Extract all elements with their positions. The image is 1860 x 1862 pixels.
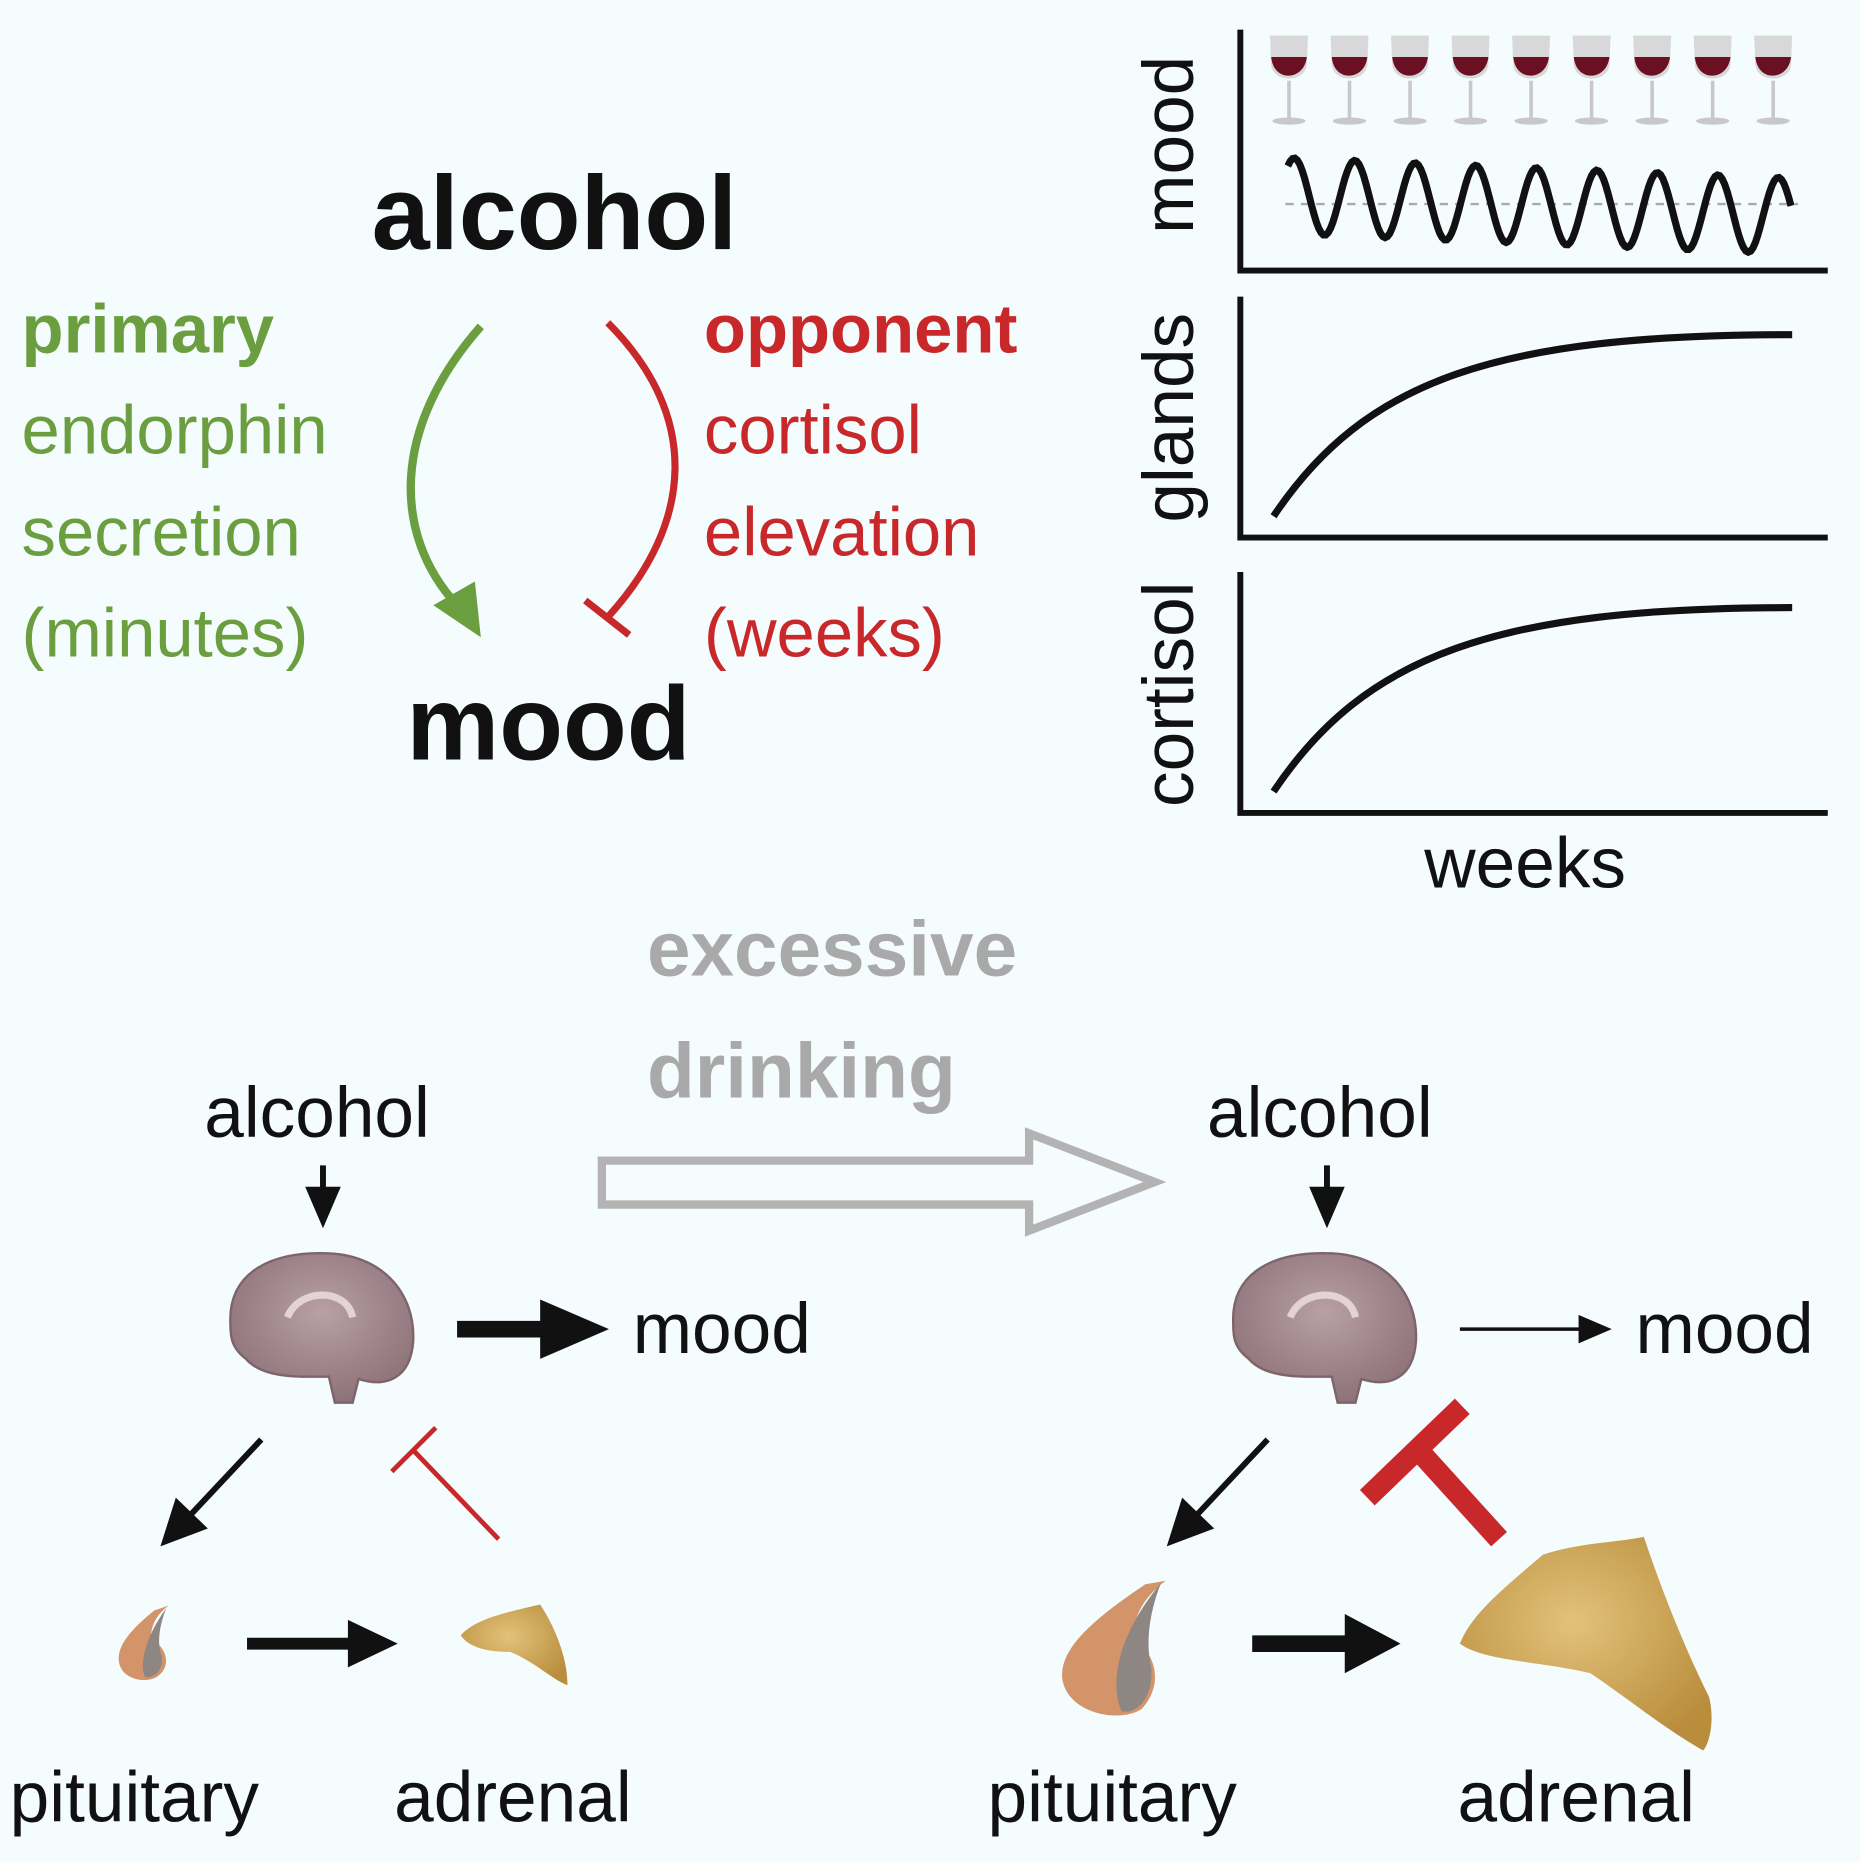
- wine-glass-icon: [1754, 35, 1793, 125]
- down-arrow-icon: [305, 1186, 341, 1229]
- cortisol-curve: [1270, 604, 1793, 794]
- pituitary-label: pituitary: [10, 1759, 260, 1838]
- brain-icon: [229, 1252, 415, 1404]
- pituitary-large-icon: [1062, 1580, 1166, 1716]
- adrenal-label: adrenal: [1458, 1759, 1695, 1838]
- adrenal-label: adrenal: [394, 1759, 631, 1838]
- mood-label: mood: [633, 1290, 811, 1369]
- thin-arrow-to-mood: [1578, 1314, 1612, 1344]
- pituitary-small-icon: [118, 1605, 169, 1681]
- brain-icon: [1232, 1252, 1418, 1404]
- cortisol-chart: [1237, 572, 1828, 816]
- wine-glass-icon: [1572, 35, 1611, 125]
- excessive-label: excessive: [647, 905, 1017, 993]
- opponent-inhibitor: [583, 320, 679, 638]
- right-panel: alcohol mood pituitary adrenal: [988, 1074, 1814, 1838]
- arrow-to-pituitary: [160, 1497, 208, 1547]
- glands-axis-label: glands: [1130, 313, 1209, 523]
- opponent-line-3: (weeks): [704, 594, 945, 671]
- wine-glass-icon: [1330, 35, 1369, 125]
- adrenal-large-icon: [1459, 1536, 1712, 1751]
- alcohol-label: alcohol: [1207, 1074, 1433, 1153]
- primary-line-3: (minutes): [22, 594, 309, 671]
- mood-chart: [1237, 29, 1828, 274]
- bold-arrow-to-mood: [457, 1299, 609, 1359]
- primary-label: primary: [22, 290, 275, 367]
- alcohol-label: alcohol: [204, 1074, 430, 1153]
- alcohol-title: alcohol: [372, 155, 738, 272]
- cortisol-axis-label: cortisol: [1130, 581, 1209, 807]
- arrow-to-adrenal: [247, 1619, 398, 1668]
- thick-inhibitor: [1359, 1398, 1507, 1547]
- hollow-transition-arrow: [597, 1127, 1167, 1237]
- weeks-axis-label: weeks: [1423, 825, 1626, 904]
- glands-curve: [1270, 331, 1793, 519]
- wine-glass-icon: [1270, 35, 1308, 125]
- wine-glass-icon: [1693, 35, 1732, 125]
- wine-glass-icon: [1633, 35, 1672, 125]
- drinking-label: drinking: [647, 1027, 956, 1115]
- primary-arrow: [406, 323, 484, 638]
- down-arrow-icon: [1309, 1186, 1345, 1229]
- mood-title: mood: [406, 666, 690, 783]
- arrow-to-adrenal: [1252, 1613, 1401, 1674]
- primary-line-1: endorphin: [22, 391, 328, 468]
- glands-chart: [1237, 296, 1828, 541]
- pituitary-label: pituitary: [988, 1759, 1238, 1838]
- primary-line-2: secretion: [22, 493, 301, 570]
- opponent-line-1: cortisol: [704, 391, 922, 468]
- thin-inhibitor: [390, 1425, 501, 1541]
- mood-wave: [1284, 154, 1795, 257]
- wine-glass-icon: [1391, 35, 1430, 125]
- opponent-label: opponent: [704, 290, 1018, 367]
- wine-glass-icon: [1512, 35, 1551, 125]
- mood-label: mood: [1636, 1290, 1814, 1369]
- adrenal-small-icon: [460, 1604, 568, 1686]
- mood-axis-label: mood: [1130, 56, 1209, 234]
- left-panel: alcohol mood pituitary adrenal: [10, 1074, 811, 1838]
- arrow-to-pituitary: [1166, 1497, 1215, 1547]
- opponent-line-2: elevation: [704, 493, 980, 570]
- wine-glass-icon: [1451, 35, 1490, 125]
